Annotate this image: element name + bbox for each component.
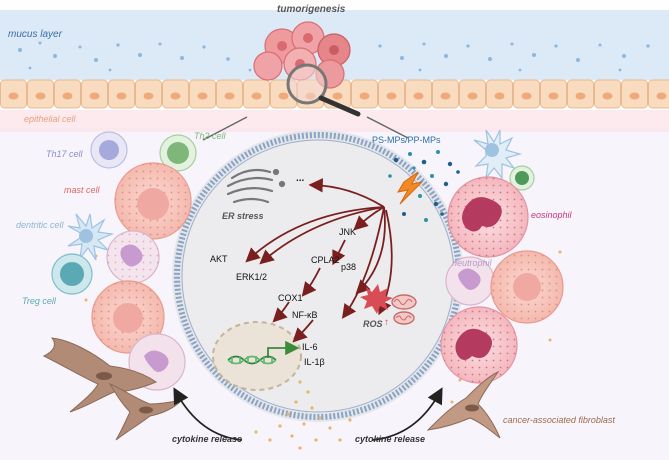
er-icon	[226, 168, 286, 204]
eosinophil-label: eosinophil	[531, 210, 572, 220]
epithelial-nucleus	[251, 92, 262, 100]
epithelial-nucleus	[143, 92, 154, 100]
mast-cell-label: mast cell	[64, 185, 100, 195]
fibroblast-right	[426, 370, 501, 439]
cox1-node: COX1	[278, 293, 303, 303]
epithelial-nucleus	[602, 92, 613, 100]
cpla2-node: CPLA2	[311, 255, 340, 265]
dendritic-cell	[67, 213, 115, 261]
nucleus	[212, 321, 302, 391]
epithelial-cell-label: epithelial cell	[24, 114, 76, 124]
mast-cell	[114, 162, 192, 240]
mast-cell-right	[490, 250, 564, 324]
epithelial-nucleus	[440, 92, 451, 100]
microplastics-label: PS-MPs/PP-MPs	[372, 135, 441, 145]
jnk-node: JNK	[339, 227, 357, 237]
epithelial-nucleus	[332, 92, 343, 100]
th2-cell-label: Th2 cell	[194, 131, 226, 141]
eosinophil-left	[106, 230, 160, 284]
epithelial-nucleus	[170, 92, 181, 100]
epithelial-nucleus	[89, 92, 100, 100]
epithelial-nucleus	[8, 92, 19, 100]
tumorigenesis-label: tumorigenesis	[277, 4, 346, 15]
epithelial-nucleus	[35, 92, 46, 100]
akt-node: AKT	[210, 254, 228, 264]
fibroblast-left	[42, 337, 158, 413]
erk-node: ERK1/2	[236, 272, 268, 282]
mast-cell-lower	[91, 280, 165, 354]
epithelial-nucleus	[467, 92, 478, 100]
epithelial-nucleus	[116, 92, 127, 100]
cytokine-release-left-label: cytokine release	[172, 434, 243, 444]
ros-burst-icon	[360, 284, 393, 314]
il6-node: IL-6	[302, 342, 318, 352]
dendritic-cell-label: dentritic cell	[16, 220, 64, 230]
eosinophil-cell	[447, 176, 529, 258]
mitochondria-icon	[391, 294, 417, 325]
epithelial-nucleus	[629, 92, 640, 100]
th2-cell-right	[509, 165, 535, 191]
epithelial-nucleus	[278, 92, 289, 100]
magnifier-icon	[286, 63, 361, 117]
epithelial-nucleus	[224, 92, 235, 100]
epithelial-nucleus	[413, 92, 424, 100]
epithelial-nucleus	[575, 92, 586, 100]
il1b-node: IL-1β	[304, 357, 325, 367]
th17-cell-label: Th17 cell	[46, 149, 83, 159]
epithelial-nucleus	[197, 92, 208, 100]
epithelial-nucleus	[62, 92, 73, 100]
nfkb-node: NF-κB	[292, 310, 318, 320]
treg-cell-label: Treg cell	[22, 296, 56, 306]
epithelial-nucleus	[359, 92, 370, 100]
ros-up-arrow: ↑	[384, 317, 389, 328]
epithelial-nucleus	[548, 92, 559, 100]
p38-node: p38	[341, 262, 357, 272]
treg-cell	[51, 253, 93, 295]
epithelial-nucleus	[521, 92, 532, 100]
ellipsis-label: ...	[296, 173, 305, 184]
th17-cell	[90, 131, 128, 169]
target-cell	[172, 130, 464, 422]
epithelial-cell-row	[0, 79, 669, 109]
neutrophil-label: neutrophil	[452, 258, 492, 268]
cytokine-release-right-label: cytokine release	[355, 434, 426, 444]
fibroblast-left-2	[108, 382, 184, 441]
epithelial-nucleus	[656, 92, 667, 100]
epithelial-nucleus	[494, 92, 505, 100]
caf-label: cancer-associated fibroblast	[503, 415, 615, 425]
microplastic-particles	[388, 150, 460, 222]
lightning-icon	[396, 171, 424, 205]
ros-label: ROS	[363, 319, 383, 329]
eosinophil-right-lower	[440, 306, 518, 384]
mucus-layer-label: mucus layer	[8, 29, 62, 40]
epithelial-nucleus	[386, 92, 397, 100]
er-stress-label: ER stress	[222, 211, 264, 221]
dendritic-cell-right	[473, 129, 523, 181]
th2-cell	[159, 134, 197, 172]
